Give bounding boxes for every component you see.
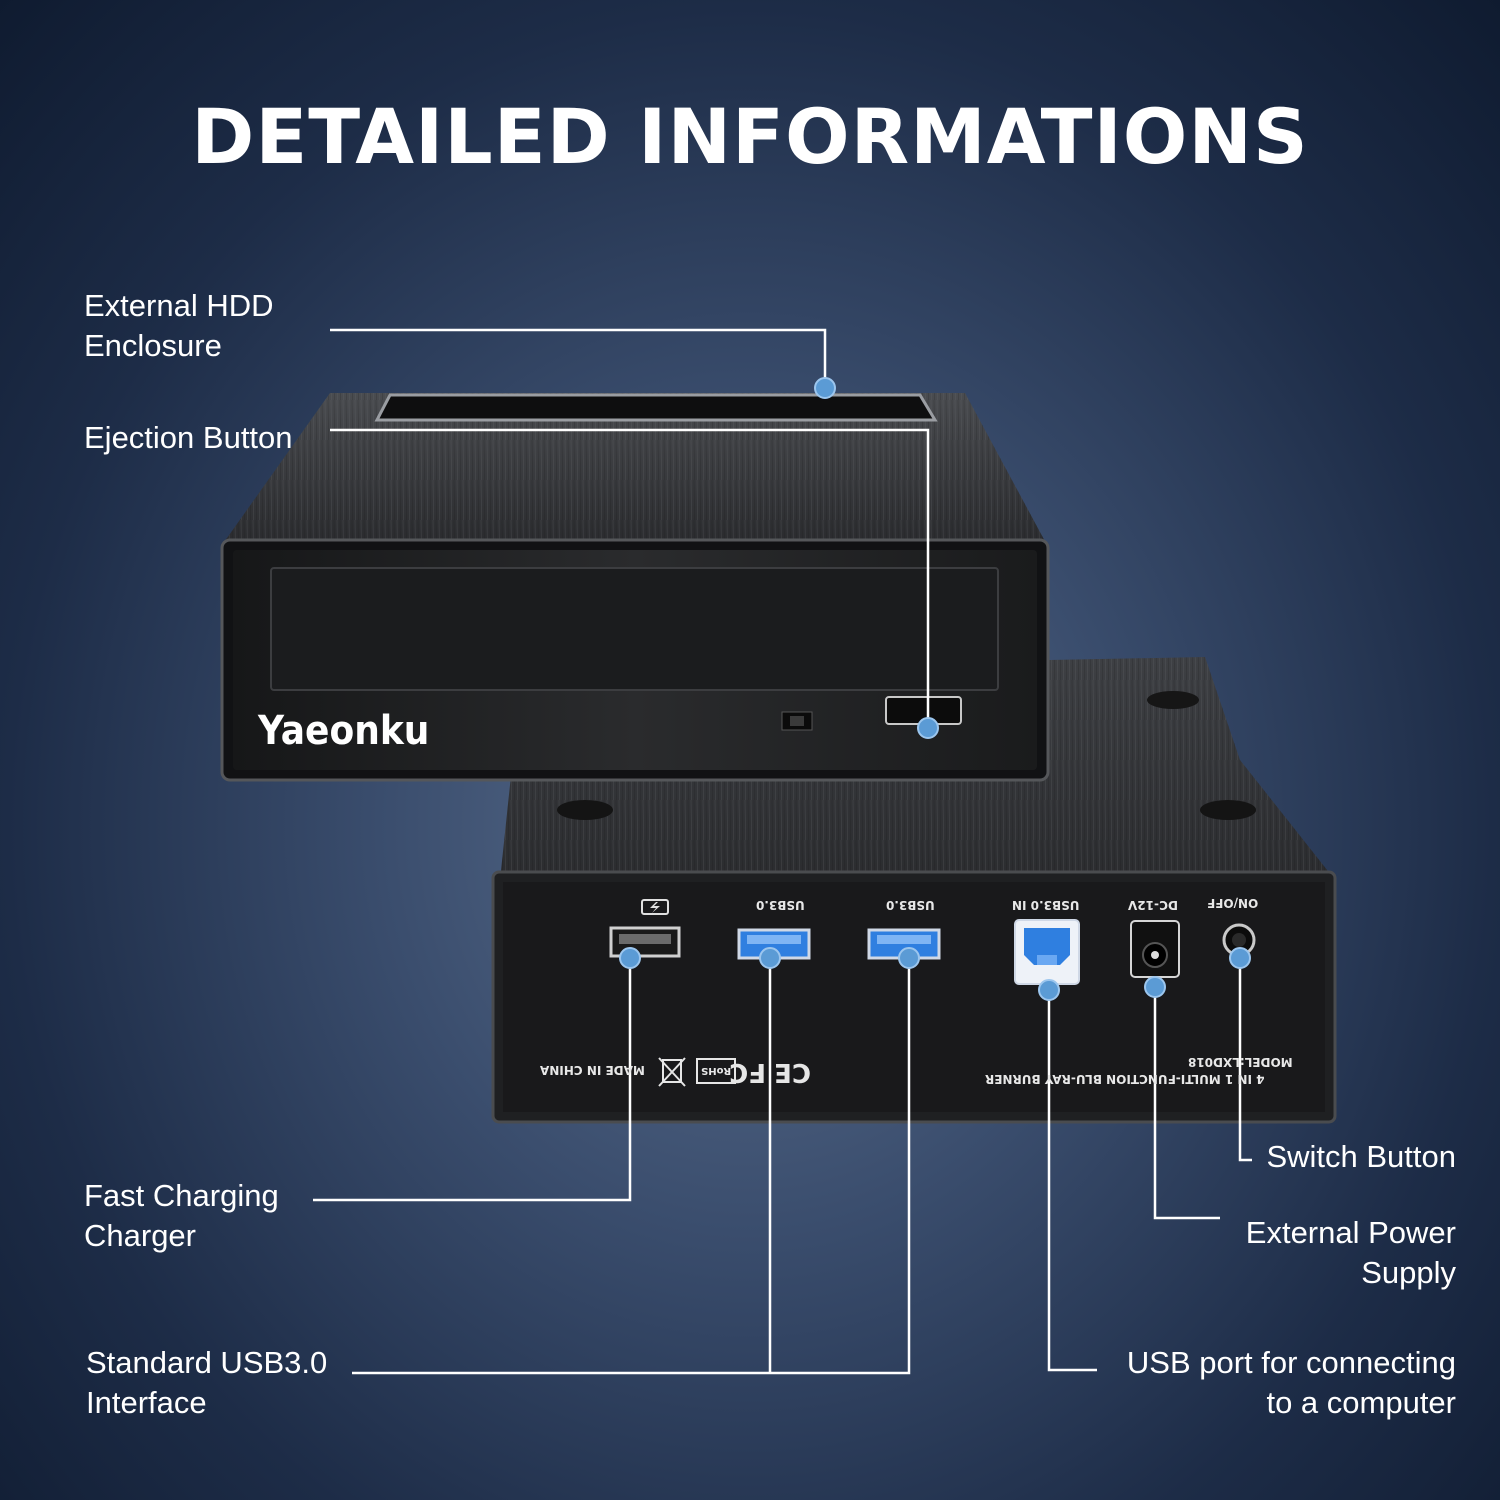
callout-lines: [313, 328, 1252, 1375]
rubber-foot: [1147, 691, 1199, 709]
model-label: MODEL:LXD018: [1188, 1055, 1293, 1069]
label-switch-button: Switch Button: [1266, 1139, 1456, 1174]
marker-fast-charging: [619, 947, 641, 969]
rohs-mark: [696, 1058, 736, 1084]
dc-label: DC-12V: [1128, 898, 1179, 912]
onoff-label: ON/OFF: [1207, 896, 1259, 910]
label-fast-charging: Fast Charging Charger: [84, 1178, 279, 1253]
marker-usb-in: [1038, 979, 1060, 1001]
rubber-foot: [1200, 800, 1256, 820]
usb30-label-2: USB3.0: [886, 898, 935, 912]
marker-usb30-2: [898, 947, 920, 969]
disc-tray-slot: [270, 567, 999, 691]
label-hdd-enclosure: External HDD Enclosure: [84, 288, 274, 363]
page-title: DETAILED INFORMATIONS: [191, 92, 1309, 181]
rubber-foot: [557, 800, 613, 820]
hdd-slot: [374, 393, 938, 422]
rohs-label: RoHS: [701, 1065, 732, 1076]
marker-hdd-enclosure: [814, 377, 836, 399]
marker-usb30-1: [759, 947, 781, 969]
ce-mark: CE: [774, 1057, 811, 1087]
weee-icon: [658, 1057, 686, 1087]
marker-ejection-button: [917, 717, 939, 739]
label-usb30-interface: Standard USB3.0 Interface: [86, 1345, 328, 1420]
label-ejection-button: Ejection Button: [84, 420, 293, 455]
made-in-label: MADE IN CHINA: [540, 1063, 645, 1077]
usb30-label-1: USB3.0: [756, 898, 805, 912]
marker-switch: [1229, 947, 1251, 969]
label-external-power: External Power Supply: [1245, 1215, 1456, 1290]
usb30-in-label: USB3.0 IN: [1012, 898, 1080, 912]
product-label: 4 IN 1 MULTI-FUNCTION BLU-RAY BURNER: [985, 1072, 1265, 1086]
brand-logo: Yaeonku: [258, 708, 430, 754]
label-usb-port-computer: USB port for connecting to a computer: [1126, 1345, 1456, 1420]
battery-icon: [641, 899, 669, 915]
marker-dc-power: [1144, 976, 1166, 998]
